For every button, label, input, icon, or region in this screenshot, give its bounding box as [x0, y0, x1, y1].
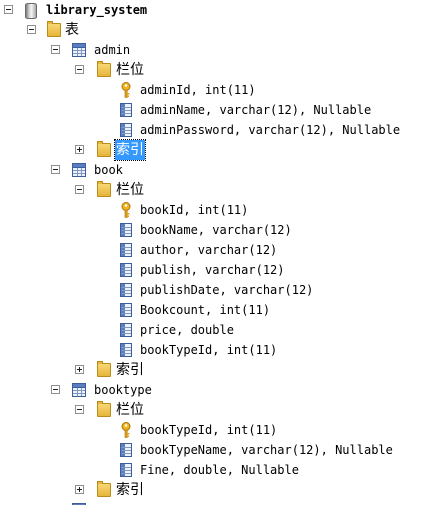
column-label[interactable]: publish, varchar(12) — [140, 263, 285, 277]
column-icon — [120, 303, 132, 317]
database-icon — [25, 3, 37, 19]
tree-node-column[interactable]: Fine, double, Nullable — [0, 460, 422, 480]
database-name[interactable]: library_system — [46, 3, 148, 17]
columns-folder-label[interactable]: 栏位 — [116, 182, 144, 198]
index-folder-label[interactable]: 索引 — [116, 482, 144, 498]
column-icon — [120, 283, 132, 297]
tree-node-column[interactable]: adminId, int(11) — [0, 80, 422, 100]
collapse-toggle[interactable] — [51, 385, 60, 394]
column-label[interactable]: adminPassword, varchar(12), Nullable — [140, 123, 401, 137]
tree-node-column[interactable]: adminPassword, varchar(12), Nullable — [0, 120, 422, 140]
column-icon — [120, 223, 132, 237]
table-icon — [72, 163, 86, 177]
index-folder-label[interactable]: 索引 — [116, 362, 144, 378]
tree-node-columns-folder[interactable]: 栏位 — [0, 60, 422, 80]
tree-node-index-folder[interactable]: 索引 — [0, 480, 422, 500]
collapse-toggle[interactable] — [51, 45, 60, 54]
tables-folder-label[interactable]: 表 — [65, 22, 79, 38]
column-label[interactable]: bookTypeId, int(11) — [140, 423, 278, 437]
tree-node-column[interactable]: bookId, int(11) — [0, 200, 422, 220]
column-icon — [120, 263, 132, 277]
column-icon — [120, 443, 132, 457]
table-name[interactable]: booktype — [94, 383, 152, 397]
tree-node-table-book[interactable]: book — [0, 160, 422, 180]
table-name[interactable]: admin — [94, 43, 131, 57]
column-icon — [120, 463, 132, 477]
folder-icon — [47, 21, 61, 37]
column-label[interactable]: bookTypeId, int(11) — [140, 343, 278, 357]
tree-node-column[interactable]: bookName, varchar(12) — [0, 220, 422, 240]
tree-node-column[interactable]: bookTypeId, int(11) — [0, 340, 422, 360]
tree-node-column[interactable]: bookTypeId, int(11) — [0, 420, 422, 440]
folder-icon — [97, 61, 111, 77]
key-icon — [120, 202, 132, 218]
collapse-toggle[interactable] — [75, 65, 84, 74]
table-icon — [72, 43, 86, 57]
tree-node-tables-folder[interactable]: 表 — [0, 20, 422, 40]
folder-icon — [97, 481, 111, 497]
folder-icon — [97, 361, 111, 377]
tree-node-column[interactable]: price, double — [0, 320, 422, 340]
tree-node-columns-folder[interactable]: 栏位 — [0, 180, 422, 200]
collapse-toggle[interactable] — [4, 5, 13, 14]
column-label[interactable]: price, double — [140, 323, 234, 337]
tree-node-column[interactable]: author, varchar(12) — [0, 240, 422, 260]
column-label[interactable]: Fine, double, Nullable — [140, 463, 299, 477]
column-icon — [120, 343, 132, 357]
columns-folder-label[interactable]: 栏位 — [116, 402, 144, 418]
tree-node-database[interactable]: library_system — [0, 0, 422, 20]
folder-icon — [97, 141, 111, 157]
index-folder-label-selected[interactable]: 索引 — [114, 139, 146, 161]
collapse-toggle[interactable] — [27, 25, 36, 34]
tree-node-columns-folder[interactable]: 栏位 — [0, 400, 422, 420]
tree-node-table-booktype[interactable]: booktype — [0, 380, 422, 400]
column-icon — [120, 243, 132, 257]
key-icon — [120, 422, 132, 438]
table-name[interactable]: book — [94, 163, 123, 177]
tree-node-column[interactable]: adminName, varchar(12), Nullable — [0, 100, 422, 120]
collapse-toggle[interactable] — [75, 405, 84, 414]
columns-folder-label[interactable]: 栏位 — [116, 62, 144, 78]
tree-node-column[interactable]: Bookcount, int(11) — [0, 300, 422, 320]
column-icon — [120, 323, 132, 337]
collapse-toggle[interactable] — [51, 165, 60, 174]
column-label[interactable]: Bookcount, int(11) — [140, 303, 271, 317]
folder-icon — [97, 401, 111, 417]
tree-node-table-admin[interactable]: admin — [0, 40, 422, 60]
key-icon — [120, 82, 132, 98]
tree-node-index-folder[interactable]: 索引 — [0, 360, 422, 380]
column-label[interactable]: bookName, varchar(12) — [140, 223, 292, 237]
column-label[interactable]: publishDate, varchar(12) — [140, 283, 314, 297]
tree-node-table-partial[interactable] — [0, 500, 422, 505]
column-label[interactable]: bookTypeName, varchar(12), Nullable — [140, 443, 393, 457]
tree-node-index-folder[interactable]: 索引 — [0, 139, 422, 161]
collapse-toggle[interactable] — [75, 185, 84, 194]
expand-toggle[interactable] — [75, 485, 84, 494]
expand-toggle[interactable] — [75, 365, 84, 374]
tree-node-column[interactable]: publishDate, varchar(12) — [0, 280, 422, 300]
column-label[interactable]: bookId, int(11) — [140, 203, 249, 217]
tree-node-column[interactable]: publish, varchar(12) — [0, 260, 422, 280]
column-label[interactable]: adminName, varchar(12), Nullable — [140, 103, 372, 117]
table-icon — [72, 383, 86, 397]
column-label[interactable]: adminId, int(11) — [140, 83, 256, 97]
column-icon — [120, 123, 132, 137]
expand-toggle[interactable] — [75, 145, 84, 154]
folder-icon — [97, 181, 111, 197]
column-icon — [120, 103, 132, 117]
column-label[interactable]: author, varchar(12) — [140, 243, 278, 257]
tree-node-column[interactable]: bookTypeName, varchar(12), Nullable — [0, 440, 422, 460]
